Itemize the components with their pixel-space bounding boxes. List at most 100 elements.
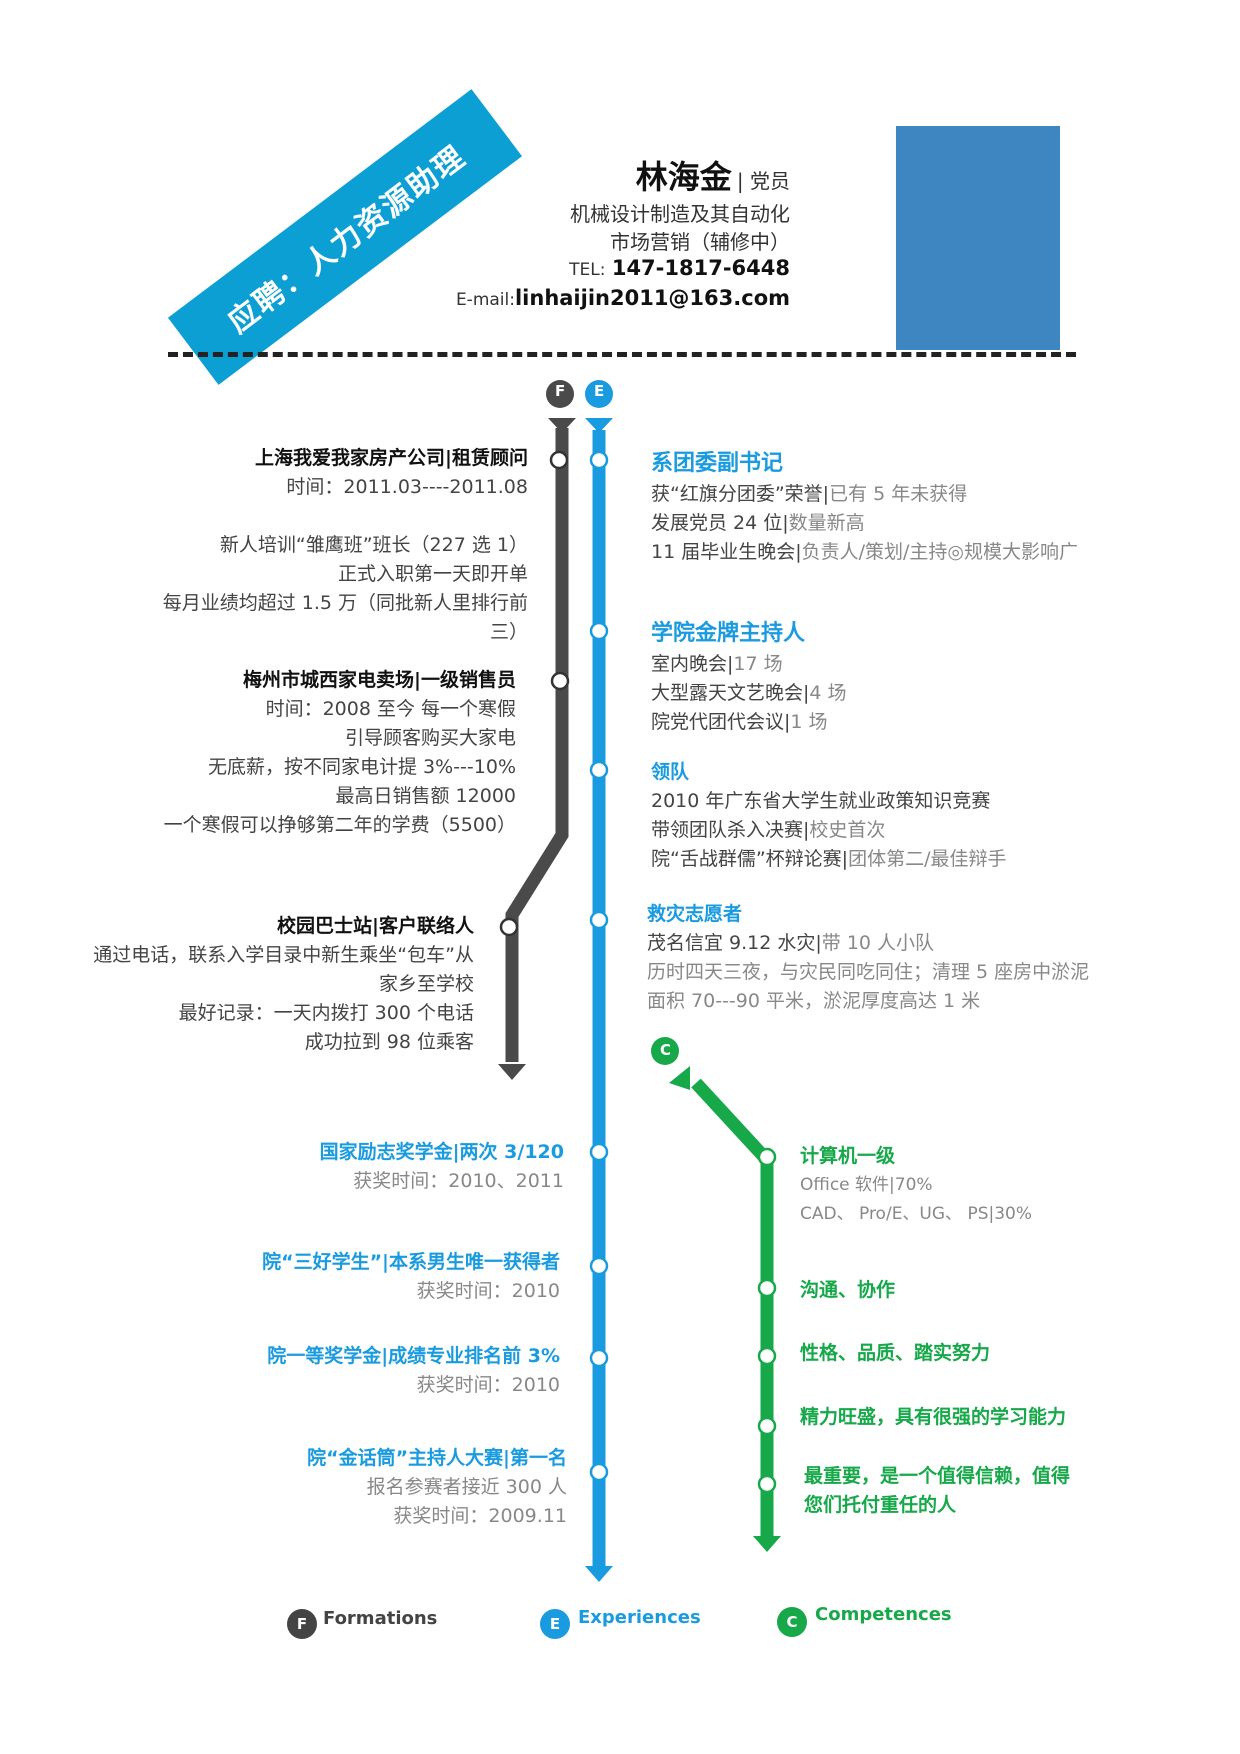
experiences-node (589, 1462, 609, 1482)
competences-node (757, 1346, 777, 1366)
competence-title: 沟通、协作 (800, 1279, 896, 1301)
competence-line: 您们托付重任的人 (804, 1494, 957, 1516)
formation-line: 三） (489, 621, 528, 643)
award-item: 院“金话筒”主持人大赛|第一名 报名参赛者接近 300 人 获奖时间：2009.… (307, 1444, 567, 1531)
experience-title: 救灾志愿者 (647, 903, 743, 925)
formation-title: 校园巴士站|客户联络人 (277, 915, 474, 937)
competences-marker-circle (651, 1037, 679, 1065)
candidate-name: 林海金 (635, 158, 732, 196)
legend-competences-icon: C (777, 1607, 807, 1637)
formation-item: 梅州市城西家电卖场|一级销售员 时间：2008 至今 每一个寒假 引导顾客购买大… (164, 666, 516, 840)
experience-detail: 负责人/策划/主持◎规模大影响广 (801, 541, 1079, 563)
experience-text: 茂名信宜 9.12 水灾| (647, 932, 822, 954)
competence-title: 最重要，是一个值得信赖，值得 (804, 1465, 1071, 1487)
competence-item: 计算机一级 Office 软件|70% CAD、 Pro/E、UG、 PS|30… (800, 1142, 1032, 1229)
tel-line: TEL: 147-1817-6448 (569, 256, 790, 280)
competences-node (757, 1416, 777, 1436)
award-title: 院一等奖学金|成绩专业排名前 3% (267, 1345, 560, 1367)
email-line: E-mail:linhaijin2011@163.com (456, 286, 790, 310)
experience-text: 2010 年广东省大学生就业政策知识竞赛 (651, 790, 991, 812)
experience-text: 获“红旗分团委”荣誉| (651, 483, 830, 505)
competences-start-arrow (669, 1066, 690, 1090)
competences-end-arrow (753, 1536, 781, 1552)
formation-line: 最高日销售额 12000 (335, 785, 516, 807)
formations-start-arrow (548, 418, 576, 433)
award-item: 院“三好学生”|本系男生唯一获得者 获奖时间：2010 (262, 1248, 560, 1306)
experiences-marker-letter: E (594, 382, 604, 400)
experience-text: 院党代团代会议| (651, 711, 791, 733)
experience-text: 室内晚会| (651, 653, 734, 675)
experiences-node (589, 1348, 609, 1368)
formations-node (549, 450, 569, 470)
competence-item: 沟通、协作 (800, 1276, 895, 1305)
tel-value: 147-1817-6448 (611, 256, 790, 280)
experiences-marker-circle (585, 380, 613, 408)
competence-title: 精力旺盛，具有很强的学习能力 (800, 1406, 1067, 1428)
experience-title: 系团委副书记 (651, 451, 784, 476)
legend-formations-icon: F (287, 1609, 317, 1639)
formations-line (505, 428, 569, 1062)
experience-detail: 面积 70---90 平米，淤泥厚度高达 1 米 (647, 990, 981, 1012)
header-divider (168, 352, 1076, 357)
formation-item: 校园巴士站|客户联络人 通过电话，联系入学目录中新生乘坐“包车”从 家乡至学校 … (93, 912, 474, 1057)
award-line: 获奖时间：2009.11 (393, 1505, 567, 1527)
experience-detail: 1 场 (790, 711, 828, 733)
award-line: 获奖时间：2010 (416, 1374, 560, 1396)
email-label: E-mail: (455, 290, 515, 310)
experience-text: 带领团队杀入决赛| (651, 819, 810, 841)
experience-text: 大型露天文艺晚会| (651, 682, 810, 704)
experience-title: 领队 (651, 761, 690, 783)
award-line: 获奖时间：2010、2011 (353, 1170, 564, 1192)
formation-line: 通过电话，联系入学目录中新生乘坐“包车”从 (93, 944, 474, 966)
experiences-node (589, 1142, 609, 1162)
experiences-node (589, 621, 609, 641)
experience-item: 学院金牌主持人 室内晚会|17 场 大型露天文艺晚会|4 场 院党代团代会议|1… (651, 618, 847, 737)
formation-line: 时间：2008 至今 每一个寒假 (265, 698, 516, 720)
formation-title: 梅州市城西家电卖场|一级销售员 (243, 669, 516, 691)
formation-line: 引导顾客购买大家电 (344, 727, 516, 749)
competence-line: Office 软件|70% (800, 1175, 933, 1195)
formation-item: 上海我爱我家房产公司|租赁顾问 时间：2011.03----2011.08 新人… (163, 444, 528, 647)
award-title: 院“三好学生”|本系男生唯一获得者 (262, 1251, 560, 1273)
experience-title: 学院金牌主持人 (651, 621, 806, 646)
experiences-end-arrow (585, 1566, 613, 1582)
formation-line: 成功拉到 98 位乘客 (304, 1031, 474, 1053)
competence-item: 最重要，是一个值得信赖，值得 您们托付重任的人 (804, 1462, 1070, 1520)
competences-node (757, 1474, 777, 1494)
experience-item: 系团委副书记 获“红旗分团委”荣誉|已有 5 年未获得 发展党员 24 位|数量… (651, 448, 1078, 567)
formation-line: 无底薪，按不同家电计提 3%---10% (208, 756, 516, 778)
award-item: 院一等奖学金|成绩专业排名前 3% 获奖时间：2010 (267, 1342, 560, 1400)
formation-line: 每月业绩均超过 1.5 万（同批新人里排行前 (162, 592, 528, 614)
formation-line: 正式入职第一天即开单 (337, 563, 528, 585)
competences-marker-letter: C (660, 1041, 671, 1059)
award-item: 国家励志奖学金|两次 3/120 获奖时间：2010、2011 (320, 1138, 564, 1196)
major: 机械设计制造及其自动化 (570, 202, 790, 226)
profile-photo (896, 126, 1060, 350)
competences-node (757, 1147, 777, 1167)
formation-line: 新人培训“雏鹰班”班长（227 选 1） (219, 534, 528, 556)
name-line: 林海金 | 党员 (636, 152, 790, 198)
formation-line: 一个寒假可以挣够第二年的学费（5500） (163, 814, 516, 836)
experience-item: 救灾志愿者 茂名信宜 9.12 水灾|带 10 人小队 历时四天三夜，与灾民同吃… (647, 900, 1089, 1016)
experience-text: 院“舌战群儒”杯辩论赛| (651, 848, 849, 870)
formations-marker-circle (546, 380, 574, 408)
experience-detail: 带 10 人小队 (821, 932, 935, 954)
experience-detail: 数量新高 (788, 512, 865, 534)
formations-marker-letter: F (555, 382, 565, 400)
award-title: 院“金话筒”主持人大赛|第一名 (307, 1447, 567, 1469)
formations-node (499, 917, 519, 937)
email-value: linhaijin2011@163.com (514, 286, 790, 310)
experience-text: 发展党员 24 位| (651, 512, 789, 534)
formation-line: 家乡至学校 (378, 973, 474, 995)
award-line: 报名参赛者接近 300 人 (366, 1476, 567, 1498)
formations-end-arrow (498, 1064, 526, 1080)
experience-detail: 4 场 (809, 682, 847, 704)
legend-experiences-label: Experiences (578, 1607, 701, 1628)
competence-title: 计算机一级 (800, 1145, 896, 1167)
experience-detail: 历时四天三夜，与灾民同吃同住；清理 5 座房中淤泥 (647, 961, 1090, 983)
competence-line: CAD、 Pro/E、UG、 PS|30% (800, 1204, 1033, 1224)
experiences-node (589, 450, 609, 470)
experience-detail: 团体第二/最佳辩手 (848, 848, 1007, 870)
experiences-node (589, 910, 609, 930)
